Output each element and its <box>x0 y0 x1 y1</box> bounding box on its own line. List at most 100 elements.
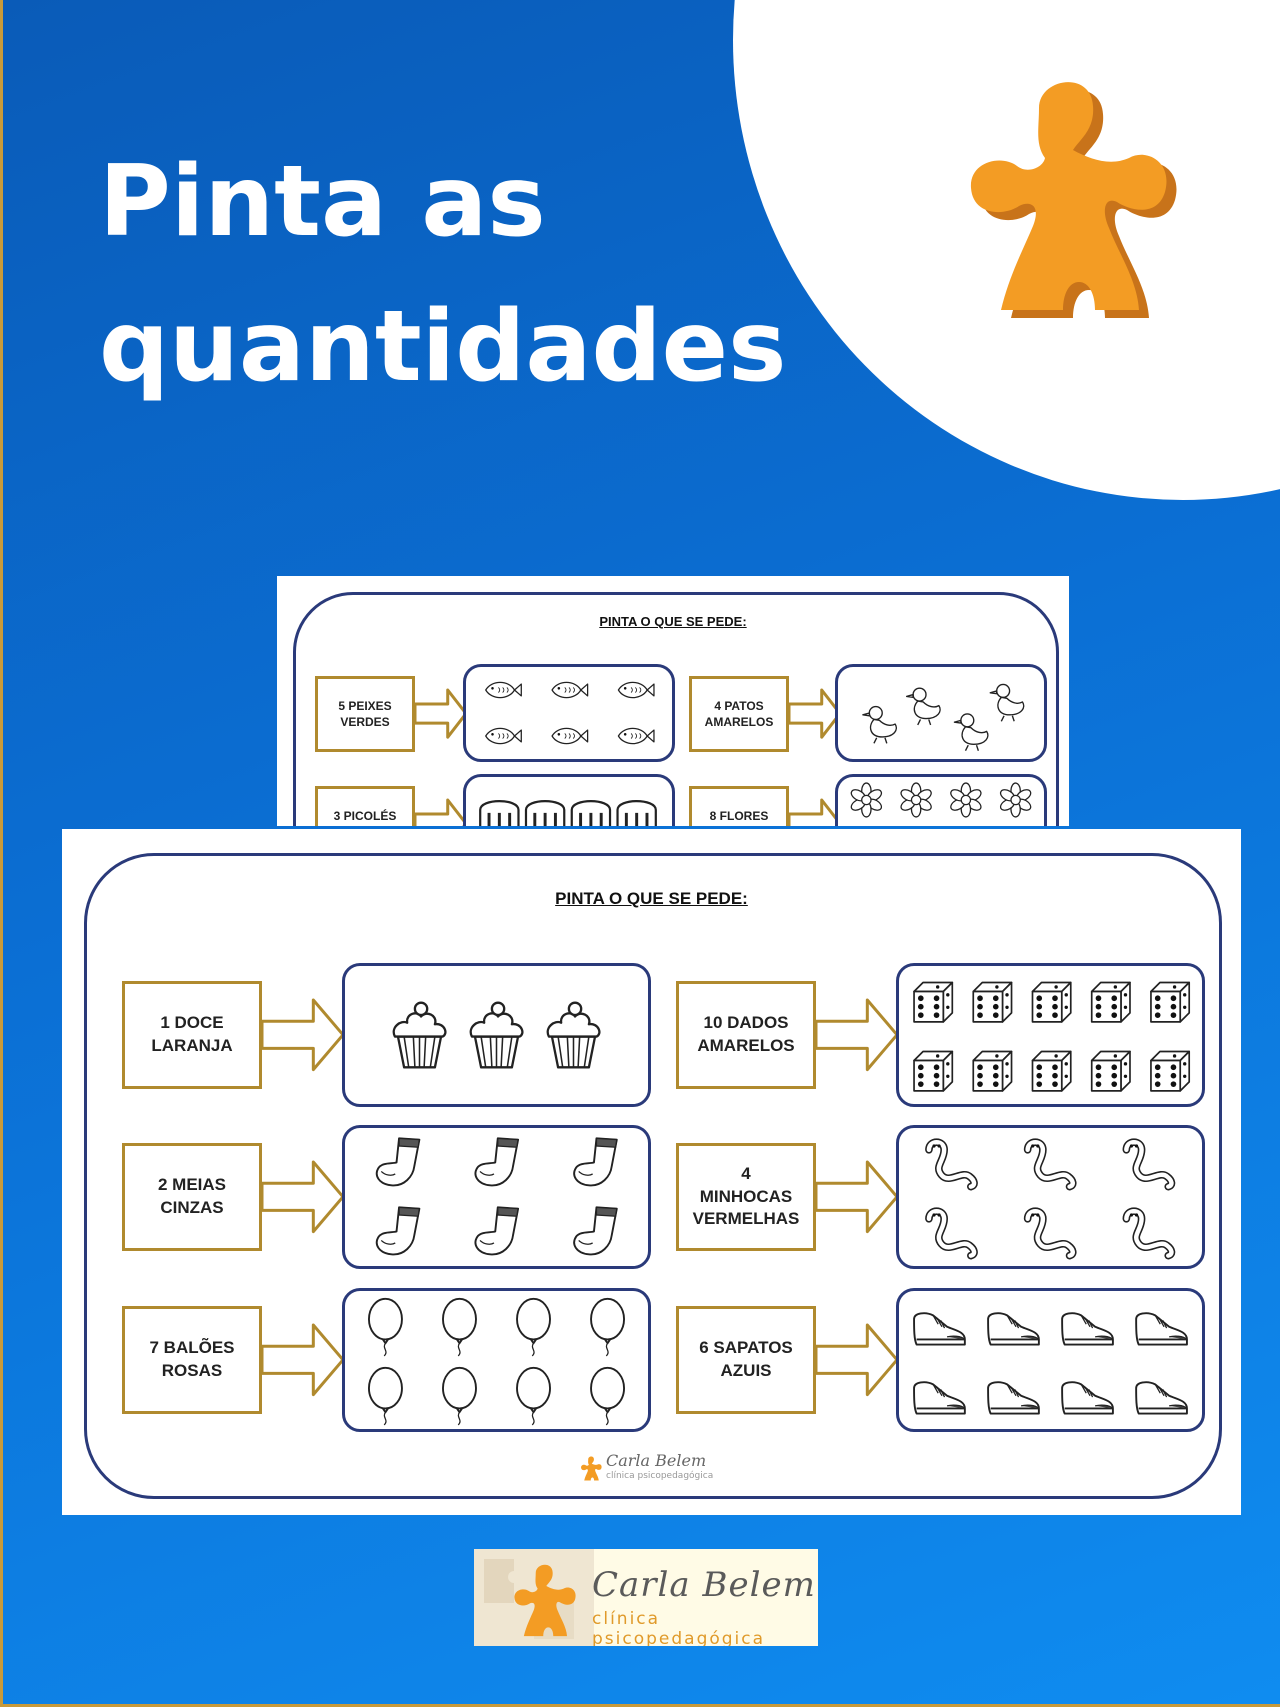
quantity-label: 3 PICOLÉS AMARELOS <box>315 786 415 826</box>
dice-icon <box>1031 1050 1072 1092</box>
quantity-label: 5 PEIXES VERDES <box>315 676 415 752</box>
fish-icon <box>617 727 655 745</box>
picture-box <box>342 963 651 1107</box>
quantity-label: 8 FLORES VERMELHAS <box>689 786 789 826</box>
puzzle-mascot-icon <box>970 82 1177 318</box>
picture-group <box>862 683 1025 752</box>
fish-icon <box>617 681 655 699</box>
picture-box <box>896 1288 1205 1432</box>
cupcake-icon <box>392 1001 447 1069</box>
title-line-2: quantidades <box>99 290 787 404</box>
worksheet-back: PINTA O QUE SE PEDE: 5 PEIXES VERDES 4 P… <box>277 576 1069 826</box>
dice-icon <box>972 1050 1013 1092</box>
quantity-label: 4 PATOS AMARELOS <box>689 676 789 752</box>
popsicle-icon <box>479 800 520 826</box>
picture-box <box>835 664 1047 762</box>
worksheet-frame <box>293 592 1059 826</box>
picture-box <box>342 1125 651 1269</box>
quantity-label: 2 MEIAS CINZAS <box>122 1143 262 1251</box>
puzzle-mascot-icon <box>514 1564 576 1637</box>
arrow-right-icon <box>260 998 345 1072</box>
picture-group <box>485 681 655 745</box>
balloon-icon <box>516 1366 551 1426</box>
picture-box <box>896 1125 1205 1269</box>
fish-icon <box>551 681 589 699</box>
worm-icon <box>1122 1207 1176 1260</box>
worm-icon <box>1023 1138 1077 1191</box>
popsicle-icon <box>616 800 657 826</box>
dice-icon <box>972 981 1013 1023</box>
fish-icon <box>485 727 522 745</box>
dice-icon <box>1090 1050 1131 1092</box>
picture-box <box>835 774 1047 826</box>
duck-icon <box>989 683 1025 722</box>
brand-logo: Carla Belem clínica psicopedagógica <box>474 1549 818 1646</box>
dice-icon <box>913 981 954 1023</box>
balloon-icon <box>590 1366 626 1426</box>
arrow-right-icon <box>413 688 468 740</box>
arrow-right-icon <box>814 1323 899 1397</box>
balloon-icon <box>367 1297 403 1357</box>
balloon-icon <box>442 1297 477 1357</box>
fish-icon <box>551 727 589 745</box>
picture-group <box>913 1312 1188 1415</box>
dice-icon <box>913 1050 954 1092</box>
balloon-icon <box>442 1366 477 1426</box>
picture-box <box>342 1288 651 1432</box>
arrow-right-icon <box>260 1160 345 1234</box>
picture-group <box>367 1297 626 1426</box>
shoe-icon <box>1061 1312 1114 1346</box>
page-title: Pinta as quantidades <box>99 130 786 420</box>
worm-icon <box>1122 1138 1176 1191</box>
shoe-icon <box>1061 1381 1114 1415</box>
dice-icon <box>1090 981 1131 1023</box>
quantity-label: 10 DADOS AMARELOS <box>676 981 816 1089</box>
balloon-icon <box>367 1366 403 1426</box>
worksheet-front: PINTA O QUE SE PEDE: 1 DOCE LARANJA 10 D… <box>62 829 1241 1515</box>
sock-icon <box>573 1137 618 1187</box>
shoe-icon <box>987 1312 1040 1346</box>
duck-icon <box>905 687 941 726</box>
watermark-brand: Carla Belem <box>606 1451 707 1470</box>
worm-icon <box>925 1138 978 1191</box>
puzzle-mascot-icon <box>581 1456 602 1481</box>
logo-brand: Carla Belem <box>592 1565 816 1605</box>
worm-icon <box>1023 1207 1077 1260</box>
balloon-icon <box>516 1297 551 1357</box>
shoe-icon <box>913 1312 966 1346</box>
logo-tagline: clínica psicopedagógica <box>592 1609 766 1646</box>
picture-group <box>913 981 1191 1092</box>
quantity-label: 4 MINHOCAS VERMELHAS <box>676 1143 816 1251</box>
worm-icon <box>925 1207 978 1260</box>
picture-group <box>925 1138 1176 1260</box>
duck-icon <box>953 713 989 752</box>
picture-group <box>375 1137 618 1256</box>
arrow-right-icon <box>814 1160 899 1234</box>
arrow-right-icon <box>814 998 899 1072</box>
arrow-right-icon <box>787 688 842 740</box>
watermark-tagline: clínica psicopedagógica <box>606 1471 714 1481</box>
arrow-right-icon <box>787 798 842 826</box>
dice-icon <box>1150 1050 1191 1092</box>
arrow-right-icon <box>260 1323 345 1397</box>
dice-icon <box>1150 981 1191 1023</box>
fish-icon <box>485 681 522 699</box>
sock-icon <box>375 1137 421 1187</box>
picture-box <box>896 963 1205 1107</box>
flower-icon <box>850 782 883 818</box>
popsicle-icon <box>570 800 612 826</box>
worksheet-frame <box>84 853 1222 1499</box>
sock-icon <box>375 1206 421 1256</box>
picture-group <box>479 800 657 826</box>
watermark-logo: Carla Belem clínica psicopedagógica <box>572 1449 732 1489</box>
sock-icon <box>573 1206 618 1256</box>
title-line-1: Pinta as <box>99 145 546 259</box>
cupcake-icon <box>546 1001 601 1069</box>
picture-group <box>392 1001 601 1069</box>
shoe-icon <box>1135 1381 1188 1415</box>
cupcake-icon <box>469 1001 524 1069</box>
worksheet-heading: PINTA O QUE SE PEDE: <box>555 889 748 908</box>
popsicle-icon <box>524 800 566 826</box>
picture-group <box>850 782 1032 818</box>
